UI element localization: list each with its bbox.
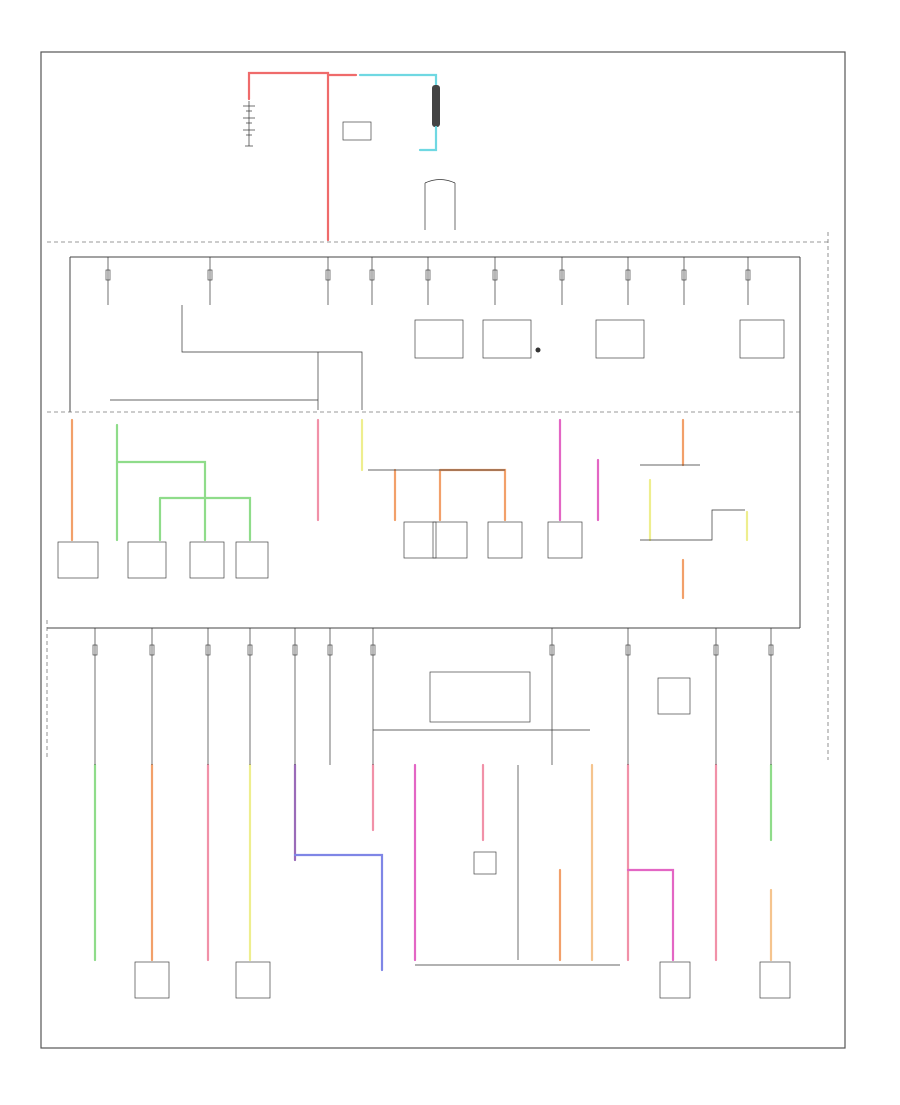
fuse-upper-6	[492, 269, 498, 281]
component-box-10	[235, 961, 271, 999]
fuse-upper-2	[207, 269, 213, 281]
relay-box-3	[595, 319, 645, 359]
fusible-link	[432, 85, 440, 127]
upper-fuse-row	[105, 257, 751, 305]
component-box-8	[547, 521, 583, 559]
fuse-lower-8	[549, 644, 555, 656]
component-boxes	[57, 521, 791, 999]
component-box-11	[659, 961, 691, 999]
fuse-lower-1	[92, 644, 98, 656]
component-box-9	[134, 961, 170, 999]
component-box-5	[403, 521, 437, 559]
generator-symbol	[424, 179, 456, 230]
fuse-lower-3	[205, 644, 211, 656]
fuse-lower-7	[370, 644, 376, 656]
fuse-upper-7	[559, 269, 565, 281]
mid-wire-4	[158, 496, 252, 542]
relay-boxes-upper	[110, 305, 785, 410]
battery-symbol	[243, 101, 255, 147]
starter-symbol	[342, 121, 372, 141]
low-wire-13	[626, 868, 675, 962]
fuse-upper-3	[325, 269, 331, 281]
fuse-upper-5	[425, 269, 431, 281]
fuse-upper-4	[369, 269, 375, 281]
junction-block-lower	[429, 671, 531, 723]
battery-positive-wire	[247, 71, 330, 242]
fuse-lower-6	[327, 644, 333, 656]
fuse-upper-1	[105, 269, 111, 281]
battery-starter-section	[243, 71, 456, 242]
component-box-2	[127, 541, 167, 579]
lower-circuit-wires	[92, 628, 774, 972]
mid-wire-3	[115, 460, 207, 542]
component-box-4	[235, 541, 269, 579]
mid-junction-lines	[640, 464, 745, 541]
ground-bus-lower	[415, 765, 620, 966]
component-box-7	[487, 521, 523, 559]
component-box-6	[432, 521, 468, 559]
low-wire-6	[293, 853, 384, 972]
fusible-link-wire	[358, 73, 438, 87]
component-box-1	[57, 541, 99, 579]
mid-wire-8	[438, 468, 507, 522]
generator-output-wire	[418, 125, 438, 152]
fuse-lower-5	[292, 644, 298, 656]
component-box-3	[189, 541, 225, 579]
fuse-lower-10	[713, 644, 719, 656]
fuse-lower-2	[149, 644, 155, 656]
relay-box-4	[739, 319, 785, 359]
component-box-12	[759, 961, 791, 999]
relay-box-lower	[657, 677, 691, 715]
fuse-lower-9	[625, 644, 631, 656]
fuse-upper-8	[625, 269, 631, 281]
relay-box-1	[414, 319, 464, 359]
fuse-upper-9	[681, 269, 687, 281]
diagram-border	[40, 51, 846, 1049]
fuse-lower-11	[768, 644, 774, 656]
relay-control-line	[181, 305, 363, 410]
component-box-13	[473, 851, 497, 875]
fuse-lower-4	[247, 644, 253, 656]
relay-box-2	[482, 319, 532, 359]
middle-circuit-wires	[70, 418, 749, 600]
fuse-upper-10	[745, 269, 751, 281]
